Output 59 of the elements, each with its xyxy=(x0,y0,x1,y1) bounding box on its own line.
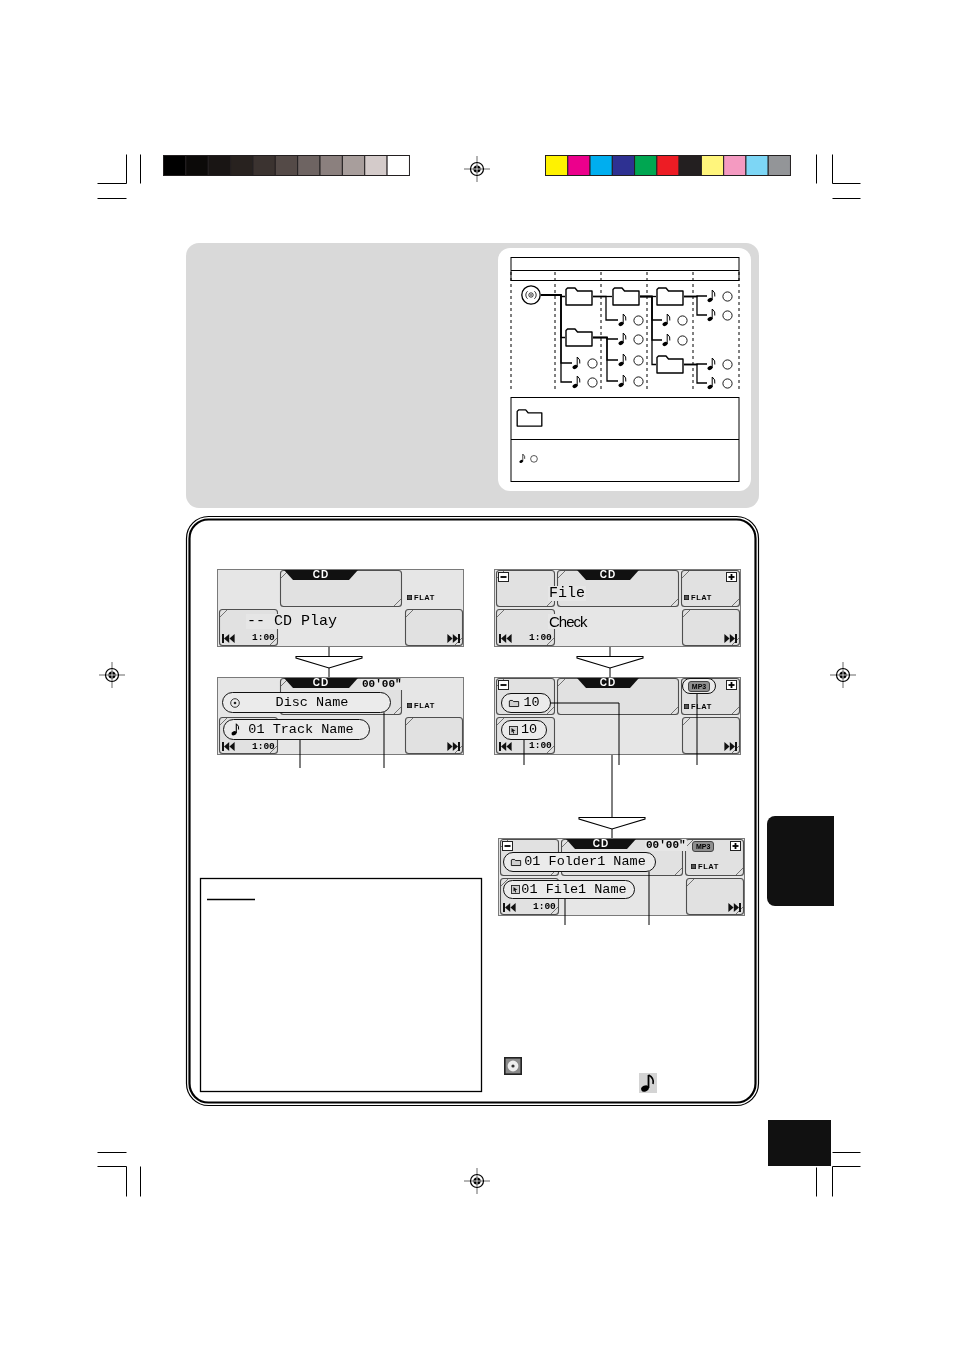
music-file-icon xyxy=(618,332,644,346)
tree-line xyxy=(592,295,619,321)
time-counter: 00'00" xyxy=(361,679,403,690)
music-file-icon xyxy=(707,376,733,390)
time-counter: 00'00" xyxy=(645,840,687,851)
folder-icon xyxy=(656,355,684,374)
leader-line xyxy=(550,702,620,766)
music-file-icon xyxy=(572,356,598,370)
display-screen xyxy=(494,569,741,647)
elapsed-time: 1:00 xyxy=(252,633,275,643)
page-tab xyxy=(768,1120,831,1166)
tree-line xyxy=(683,363,708,384)
display-text: 01 Folder1 Name xyxy=(523,855,647,869)
display-text: 01 Track Name xyxy=(247,722,355,737)
mode-label: CD xyxy=(599,678,617,688)
display-text: 10 xyxy=(519,723,539,737)
music-file-icon xyxy=(662,333,688,347)
music-file-icon xyxy=(618,353,644,367)
mode-label: CD xyxy=(312,570,330,580)
mode-label: CD xyxy=(592,839,610,849)
folder-icon xyxy=(565,287,593,306)
mode-label: CD xyxy=(599,570,617,580)
music-file-icon xyxy=(707,357,733,371)
display-screen xyxy=(217,569,464,647)
leader-line xyxy=(523,739,525,766)
display-text: 10 xyxy=(522,696,541,710)
music-file-icon xyxy=(707,308,733,322)
display-screen xyxy=(494,677,741,755)
display-text: Check xyxy=(548,614,588,629)
tree-line xyxy=(540,294,573,383)
side-tab xyxy=(767,816,834,906)
elapsed-time: 1:00 xyxy=(529,741,552,751)
music-file-icon xyxy=(618,374,644,388)
display-text: 01 File1 Name xyxy=(520,882,628,897)
elapsed-time: 1:00 xyxy=(529,633,552,643)
leader-line xyxy=(299,739,301,769)
display-text: File xyxy=(548,586,586,601)
tree-line xyxy=(592,336,619,382)
display-text: -- CD Play xyxy=(246,614,338,629)
tree-line xyxy=(639,295,657,366)
folder-icon xyxy=(656,287,684,306)
music-file-icon xyxy=(618,313,644,327)
display-screen xyxy=(498,838,745,916)
leader-line xyxy=(383,711,385,769)
display-text: Disc Name xyxy=(274,695,350,710)
tree-line xyxy=(683,295,708,316)
music-file-icon xyxy=(662,313,688,327)
elapsed-time: 1:00 xyxy=(252,742,275,752)
disc-icon xyxy=(521,285,541,305)
leader-line xyxy=(696,693,698,766)
folder-icon xyxy=(612,287,640,306)
folder-icon xyxy=(565,328,593,347)
leader-line xyxy=(564,898,566,926)
elapsed-time: 1:00 xyxy=(533,902,556,912)
leader-line xyxy=(648,871,650,926)
mode-label: CD xyxy=(312,678,330,688)
music-file-icon xyxy=(572,375,598,389)
music-file-icon xyxy=(707,289,733,303)
display-screen xyxy=(217,677,464,755)
